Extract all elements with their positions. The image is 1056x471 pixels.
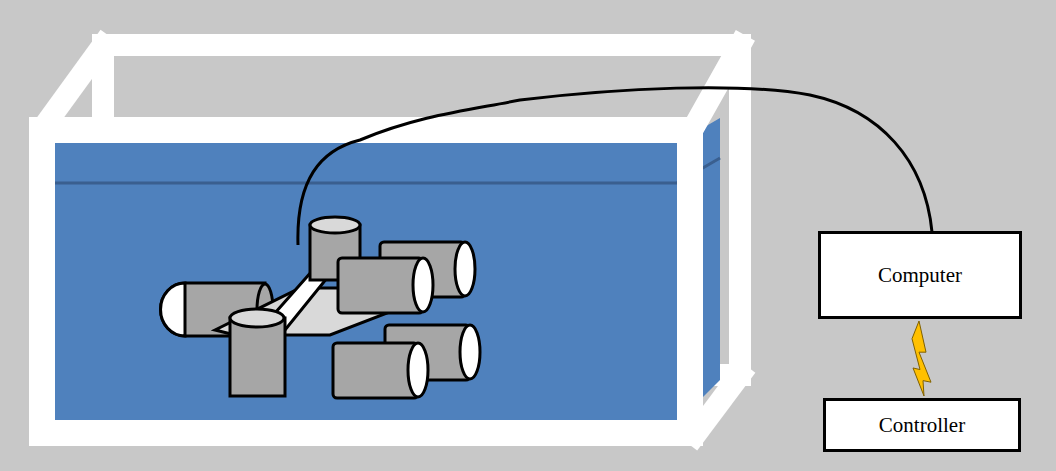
device-box: Computer [818,231,1022,319]
box-label: Controller [871,413,973,438]
device-box: Controller [823,398,1021,452]
wireless-bolt [912,321,931,396]
box-label: Computer [870,263,970,288]
